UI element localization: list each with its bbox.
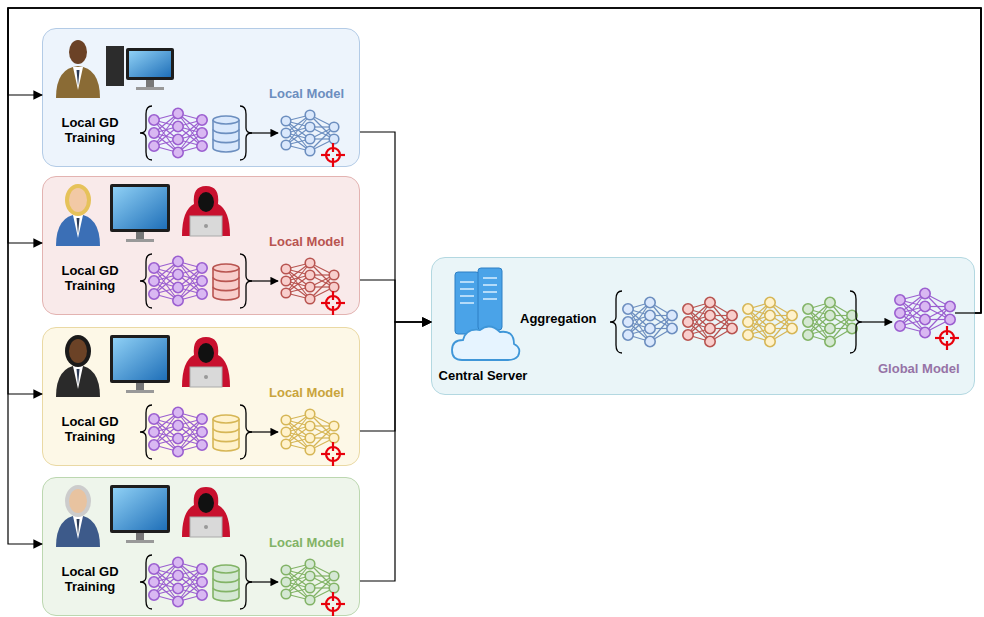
user-icon (56, 40, 100, 98)
neural-net-icon (281, 559, 339, 605)
target-symbol (321, 291, 345, 315)
server-panel: Central Server AggregationGlobal Model (431, 257, 975, 395)
bracket (240, 555, 252, 609)
connector (360, 132, 431, 322)
connector (360, 322, 431, 581)
flow-arrow (250, 133, 278, 134)
model-label: Aggregation (520, 311, 597, 326)
bracket (850, 291, 862, 353)
client-panel: Local GD Training Local Model (42, 327, 360, 466)
attacker-icon (182, 337, 230, 387)
bracket (140, 254, 152, 308)
model-label: Global Model (878, 361, 960, 376)
target-symbol (321, 592, 345, 616)
attacker-icon (182, 186, 230, 236)
step-label: Local GD Training (45, 263, 135, 293)
computer-icon (110, 184, 170, 242)
model-label: Local Model (269, 86, 344, 101)
target-symbol (321, 143, 345, 167)
database-icon (213, 565, 239, 601)
neural-net-icon (743, 297, 797, 346)
client-panel: Local GD Training Local Model (42, 477, 360, 616)
bracket (240, 106, 252, 160)
neural-net-icon (149, 108, 207, 157)
user-icon (56, 485, 100, 547)
neural-net-icon (683, 297, 737, 346)
flow-arrow (250, 582, 278, 583)
database-icon (213, 116, 239, 152)
wire (955, 313, 975, 314)
computer-icon (110, 335, 170, 393)
neural-net-icon (281, 409, 339, 455)
step-label: Local GD Training (45, 414, 135, 444)
neural-net-icon (149, 407, 207, 456)
user-icon (56, 335, 100, 397)
bracket (240, 405, 252, 459)
connector (360, 280, 431, 322)
flow-arrow (250, 432, 278, 433)
computer-icon (106, 46, 124, 86)
target-symbol (321, 442, 345, 466)
bracket (140, 106, 152, 160)
model-label: Local Model (269, 385, 344, 400)
client-panel: Local GD Training Local Model (42, 28, 360, 167)
flow-arrow (250, 281, 278, 282)
model-label: Local Model (269, 234, 344, 249)
connector (8, 8, 981, 544)
server-icon (452, 268, 519, 360)
connector (360, 322, 431, 431)
user-icon (56, 184, 100, 246)
neural-net-icon (623, 297, 677, 346)
neural-net-icon (281, 110, 339, 156)
target-symbol (935, 326, 959, 350)
bracket (240, 254, 252, 308)
neural-net-icon (149, 557, 207, 606)
connector (8, 8, 981, 394)
step-label: Local GD Training (45, 564, 135, 594)
connector (8, 8, 981, 313)
flow-arrow (862, 322, 892, 323)
database-icon (213, 415, 239, 451)
model-label: Central Server (436, 368, 530, 383)
attacker-icon (182, 487, 230, 537)
step-label: Local GD Training (45, 115, 135, 145)
client-panel: Local GD Training Local Model (42, 176, 360, 315)
model-label: Local Model (269, 535, 344, 550)
bracket (610, 291, 622, 353)
bracket (140, 555, 152, 609)
neural-net-icon (803, 297, 857, 346)
connector (8, 8, 981, 313)
database-icon (213, 264, 239, 300)
neural-net-icon (895, 288, 955, 337)
computer-icon (126, 48, 174, 90)
computer-icon (110, 485, 170, 543)
bracket (140, 405, 152, 459)
neural-net-icon (149, 256, 207, 305)
neural-net-icon (281, 258, 339, 304)
